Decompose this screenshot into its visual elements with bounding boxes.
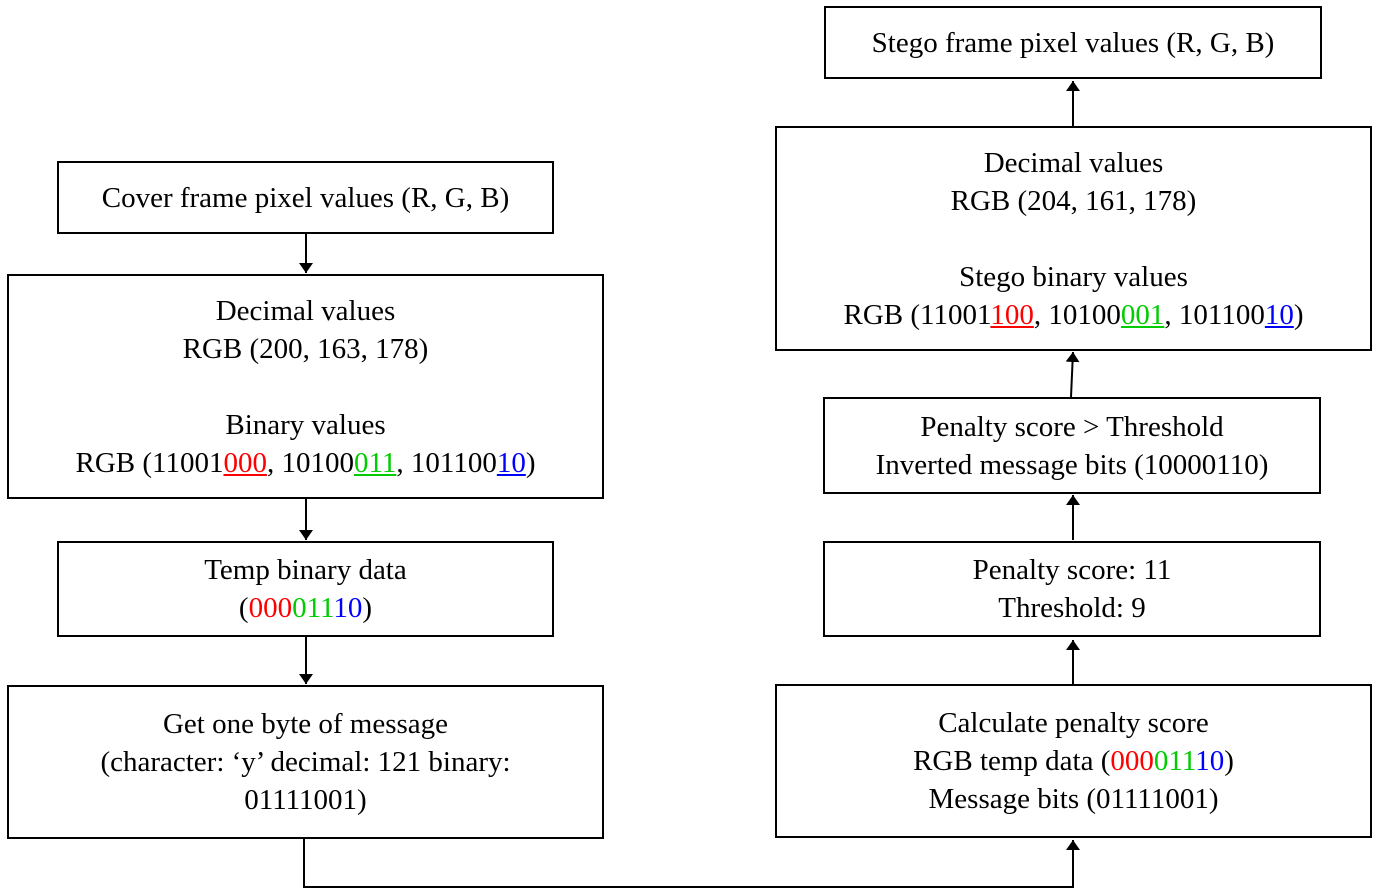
stego-binary-sep1: , 10100 — [1033, 298, 1121, 331]
calculate-penalty-box: Calculate penalty score RGB temp data (0… — [775, 684, 1372, 838]
threshold-check-line2: Inverted message bits (10000110) — [875, 448, 1269, 481]
calculate-line2-prefix: RGB temp data ( — [913, 745, 1111, 777]
temp-red-bits: 000 — [248, 592, 293, 624]
calculate-green-bits: 011 — [1153, 745, 1196, 777]
stego-binary-prefix: RGB (11001 — [843, 298, 991, 331]
stego-decimal-box: Decimal values RGB (204, 161, 178) Stego… — [775, 126, 1372, 351]
decimal-rgb: RGB (200, 163, 178) — [182, 332, 429, 365]
threshold-check-line1: Penalty score > Threshold — [920, 410, 1224, 443]
arrow-message-to-calculate — [303, 838, 1080, 888]
stego-decimal-heading: Decimal values — [983, 146, 1164, 179]
penalty-line1: Penalty score: 11 — [972, 554, 1172, 586]
stego-blue-bits: 10 — [1264, 298, 1294, 331]
stego-binary-heading: Stego binary values — [959, 260, 1188, 293]
penalty-line2: Threshold: 9 — [998, 592, 1146, 624]
calculate-line2-suffix: ) — [1224, 745, 1234, 777]
temp-open: ( — [238, 592, 249, 624]
stego-binary-rgb: RGB (11001100, 10100001, 10110010) — [844, 296, 1304, 334]
green-bits: 011 — [353, 446, 397, 479]
message-line1: Get one byte of message — [162, 708, 449, 740]
stego-decimal-rgb: RGB (204, 161, 178) — [950, 184, 1197, 217]
cover-frame-box: Cover frame pixel values (R, G, B) — [57, 161, 554, 234]
cover-frame-label: Cover frame pixel values (R, G, B) — [101, 181, 510, 214]
binary-heading: Binary values — [225, 408, 386, 441]
binary-sep1: , 10100 — [266, 446, 354, 479]
temp-binary-box: Temp binary data (00001110) — [57, 541, 554, 637]
arrow-threshold-to-stego-decimal — [1065, 351, 1080, 398]
temp-blue-bits: 10 — [333, 592, 363, 624]
cover-decimal-box: Decimal values RGB (200, 163, 178) Binar… — [7, 274, 604, 499]
stego-green-bits: 001 — [1120, 298, 1165, 331]
calculate-line1: Calculate penalty score — [938, 707, 1209, 739]
calculate-blue-bits: 10 — [1195, 745, 1225, 777]
binary-prefix: RGB (11001 — [75, 446, 224, 479]
message-line2: (character: ‘y’ decimal: 121 binary: — [100, 746, 511, 778]
penalty-score-box: Penalty score: 11 Threshold: 9 — [823, 541, 1321, 637]
temp-heading: Temp binary data — [204, 554, 407, 586]
message-line3: 01111001) — [244, 784, 367, 816]
stego-red-bits: 100 — [990, 298, 1034, 331]
blue-bits: 10 — [496, 446, 526, 479]
binary-sep2: , 101100 — [396, 446, 497, 479]
calculate-line3: Message bits (01111001) — [928, 783, 1219, 815]
decimal-heading: Decimal values — [215, 294, 396, 327]
stego-frame-box: Stego frame pixel values (R, G, B) — [824, 6, 1322, 79]
binary-rgb: RGB (11001000, 10100011, 10110010) — [75, 444, 535, 482]
stego-binary-suffix: ) — [1293, 298, 1304, 331]
stego-binary-sep2: , 101100 — [1164, 298, 1265, 331]
red-bits: 000 — [223, 446, 267, 479]
temp-close: ) — [362, 592, 373, 624]
calculate-line2: RGB temp data (00001110) — [913, 742, 1234, 780]
calculate-red-bits: 000 — [1110, 745, 1154, 777]
threshold-check-box: Penalty score > Threshold Inverted messa… — [823, 397, 1321, 494]
message-byte-box: Get one byte of message (character: ‘y’ … — [7, 685, 604, 839]
stego-frame-label: Stego frame pixel values (R, G, B) — [871, 26, 1275, 59]
binary-suffix: ) — [525, 446, 536, 479]
temp-bits: (00001110) — [239, 589, 372, 627]
temp-green-bits: 011 — [292, 592, 334, 624]
